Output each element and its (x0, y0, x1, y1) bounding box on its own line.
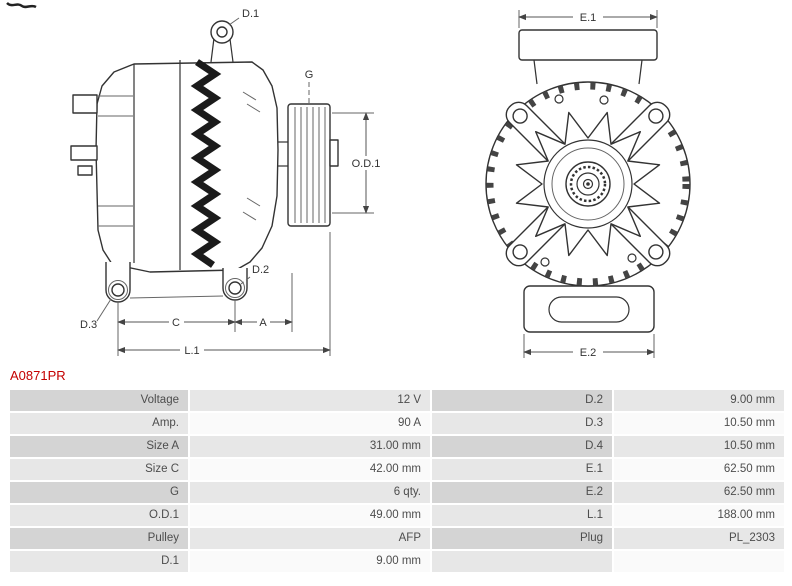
label-e2: E.2 (580, 347, 597, 359)
spec-label: Size C (8, 457, 190, 482)
spec-value: 12 V (188, 388, 432, 413)
spec-row: D.1 9.00 mm (8, 549, 786, 574)
spec-value (612, 549, 786, 574)
spec-label: D.2 (430, 388, 614, 413)
spec-label: L.1 (430, 503, 614, 528)
spec-row: O.D.1 49.00 mm L.1 188.00 mm (8, 503, 786, 528)
spec-row: Pulley AFP Plug PL_2303 (8, 526, 786, 551)
spec-value: 62.50 mm (612, 480, 786, 505)
label-od1: O.D.1 (352, 158, 381, 170)
pulley (278, 103, 339, 227)
side-view: D.1 G O.D.1 D.2 D.3 (70, 8, 387, 357)
spec-value: 10.50 mm (612, 411, 786, 436)
spec-value: 31.00 mm (188, 434, 432, 459)
arm-holes (512, 108, 664, 260)
mounting-lugs (105, 262, 248, 303)
cooling-fins (190, 59, 222, 268)
bottom-boss-slot (548, 296, 630, 323)
spec-row: Amp. 90 A D.3 10.50 mm (8, 411, 786, 436)
part-number: A0871PR (10, 368, 66, 383)
shaft-hub (543, 139, 633, 229)
label-a: A (259, 317, 267, 329)
alternator-body (70, 20, 279, 273)
spec-label: Voltage (8, 388, 190, 413)
spec-label: Size A (8, 434, 190, 459)
face-holes (540, 94, 637, 267)
spec-label: Amp. (8, 411, 190, 436)
spec-label: E.1 (430, 457, 614, 482)
spec-label: E.2 (430, 480, 614, 505)
spec-value: 10.50 mm (612, 434, 786, 459)
spec-label (430, 549, 614, 574)
label-g: G (305, 69, 314, 81)
spec-value: 42.00 mm (188, 457, 432, 482)
alternator-drawing: D.1 G O.D.1 D.2 D.3 (6, 2, 691, 359)
bottom-mounting-boss (523, 285, 655, 333)
spec-value: 9.00 mm (188, 549, 432, 574)
spec-label: D.1 (8, 549, 190, 574)
spec-table: Voltage 12 V D.2 9.00 mm Amp. 90 A D.3 1… (8, 388, 786, 574)
spec-value: 90 A (188, 411, 432, 436)
spec-label: Plug (430, 526, 614, 551)
spec-row: G 6 qty. E.2 62.50 mm (8, 480, 786, 505)
label-c: C (172, 317, 180, 329)
spec-row: Size C 42.00 mm E.1 62.50 mm (8, 457, 786, 482)
rear-view: E.1 E.2 (485, 10, 691, 359)
spec-value: 62.50 mm (612, 457, 786, 482)
spec-value: PL_2303 (612, 526, 786, 551)
label-d1: D.1 (242, 8, 259, 20)
side-view-dimensions: D.1 G O.D.1 D.2 D.3 (80, 8, 387, 357)
spec-label: D.3 (430, 411, 614, 436)
spec-label: Pulley (8, 526, 190, 551)
label-d3: D.3 (80, 319, 97, 331)
label-l1: L.1 (184, 345, 199, 357)
spec-row: Voltage 12 V D.2 9.00 mm (8, 388, 786, 413)
spec-label: O.D.1 (8, 503, 190, 528)
spec-value: 9.00 mm (612, 388, 786, 413)
spec-value: 49.00 mm (188, 503, 432, 528)
spec-label: D.4 (430, 434, 614, 459)
label-e1: E.1 (580, 12, 597, 24)
technical-drawing: D.1 G O.D.1 D.2 D.3 (6, 2, 691, 359)
spec-row: Size A 31.00 mm D.4 10.50 mm (8, 434, 786, 459)
spec-value: 188.00 mm (612, 503, 786, 528)
spec-label: G (8, 480, 190, 505)
spec-value: 6 qty. (188, 480, 432, 505)
rear-view-dimensions: E.1 E.2 (518, 10, 658, 359)
top-mounting-boss (518, 29, 658, 85)
logo-fragment-icon (6, 2, 37, 9)
spec-value: AFP (188, 526, 432, 551)
label-d2: D.2 (252, 264, 269, 276)
